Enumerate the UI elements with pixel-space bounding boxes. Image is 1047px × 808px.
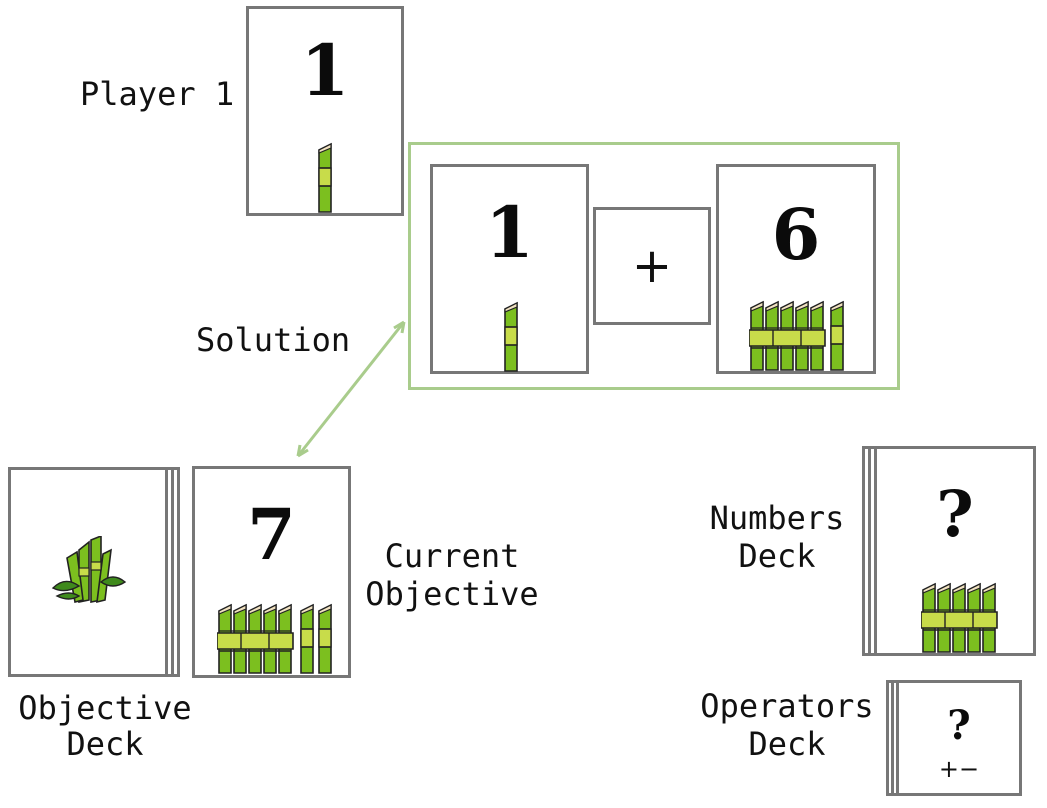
player-hand-card[interactable]: 1 <box>246 6 404 216</box>
numbers-deck-label-line1: Numbers <box>709 499 845 537</box>
card-number: ? <box>936 477 974 552</box>
card-number: 1 <box>485 191 534 274</box>
numbers-deck-label-line2: Deck <box>738 537 816 575</box>
operator-symbols: +− <box>938 755 980 783</box>
bamboo-stick-icon <box>317 142 333 214</box>
bamboo-bundle-icon <box>749 300 827 372</box>
player-label: Player 1 <box>80 75 235 113</box>
card-number: 1 <box>300 29 350 112</box>
bamboo-stick-icon <box>299 603 315 675</box>
card-number: ? <box>947 702 971 749</box>
bamboo-stick-icon <box>503 301 519 373</box>
bamboo-bundle-icon <box>921 582 999 654</box>
objective-deck[interactable] <box>8 467 168 677</box>
solution-label: Solution <box>196 321 351 359</box>
numbers-deck[interactable]: ? <box>874 446 1036 656</box>
solution-operator-card[interactable]: + <box>593 207 711 325</box>
bamboo-bundle-icon <box>217 603 295 675</box>
bamboo-stick-icon <box>829 300 845 372</box>
bamboo-stick-icon <box>317 603 333 675</box>
solution-area <box>408 142 900 390</box>
solution-left-card[interactable]: 1 <box>430 164 589 374</box>
objective-deck-label-line2: Deck <box>66 725 144 763</box>
solution-arrow <box>296 320 406 458</box>
current-objective-label-line1: Current <box>384 537 520 575</box>
card-number: 6 <box>771 193 821 276</box>
operator-symbol: + <box>631 238 673 294</box>
bamboo-plant-icon <box>49 536 129 608</box>
operators-deck[interactable]: ? +− <box>896 680 1022 796</box>
current-objective-card[interactable]: 7 <box>192 466 351 678</box>
card-number: 7 <box>247 493 296 576</box>
operators-deck-label-line1: Operators <box>700 687 874 725</box>
objective-deck-label-line1: Objective <box>18 689 192 727</box>
solution-right-card[interactable]: 6 <box>716 164 876 374</box>
current-objective-label-line2: Objective <box>365 575 539 613</box>
operators-deck-label-line2: Deck <box>748 725 826 763</box>
